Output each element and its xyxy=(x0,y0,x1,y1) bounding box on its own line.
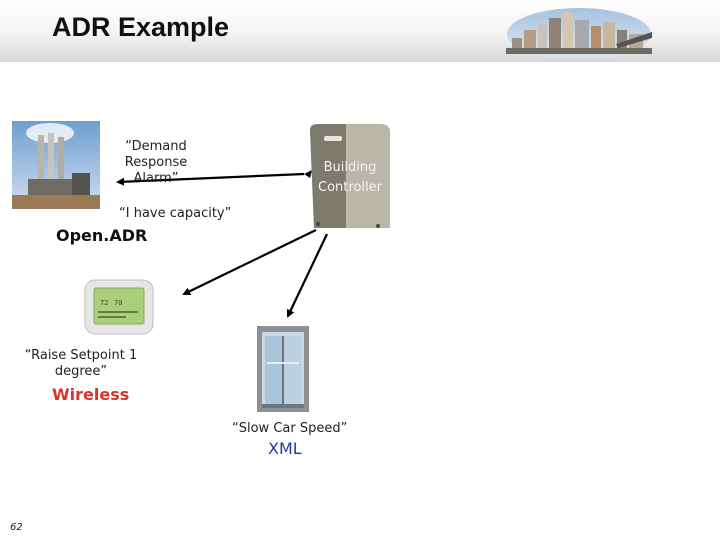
arrow-controller-to-elevator xyxy=(286,233,328,318)
have-capacity-message: “I have capacity” xyxy=(119,206,232,221)
wireless-protocol-label: Wireless xyxy=(52,385,130,404)
thermostat-icon: 72 70 xyxy=(84,279,154,335)
building-controller-label-line2: Controller xyxy=(318,180,382,195)
slow-car-speed-message: “Slow Car Speed” xyxy=(232,421,348,436)
raise-setpoint-line2: degree” xyxy=(54,364,108,379)
building-controller-label-line1: Building xyxy=(323,160,377,175)
building-controller-label: Building Controller xyxy=(314,158,386,198)
raise-setpoint-message: “Raise Setpoint 1 degree” xyxy=(20,348,142,380)
slide-title: ADR Example xyxy=(52,12,230,42)
city-skyline-icon xyxy=(506,8,652,58)
page-number: 62 xyxy=(10,522,23,533)
arrow-controller-to-plant xyxy=(116,172,305,186)
demand-response-line1: “Demand Response xyxy=(124,139,188,170)
openadr-protocol-label: Open.ADR xyxy=(56,226,148,245)
power-plant-icon xyxy=(12,121,100,209)
svg-text:72: 72 xyxy=(100,299,108,307)
svg-text:70: 70 xyxy=(114,299,122,307)
xml-protocol-label: XML xyxy=(268,439,302,458)
demand-response-line2: Alarm” xyxy=(133,171,179,186)
building-controller-icon xyxy=(310,124,390,228)
raise-setpoint-line1: “Raise Setpoint 1 xyxy=(24,348,138,363)
demand-response-message: “Demand Response Alarm” xyxy=(92,139,220,187)
arrow-controller-to-thermostat xyxy=(182,229,317,295)
elevator-icon xyxy=(257,326,309,412)
